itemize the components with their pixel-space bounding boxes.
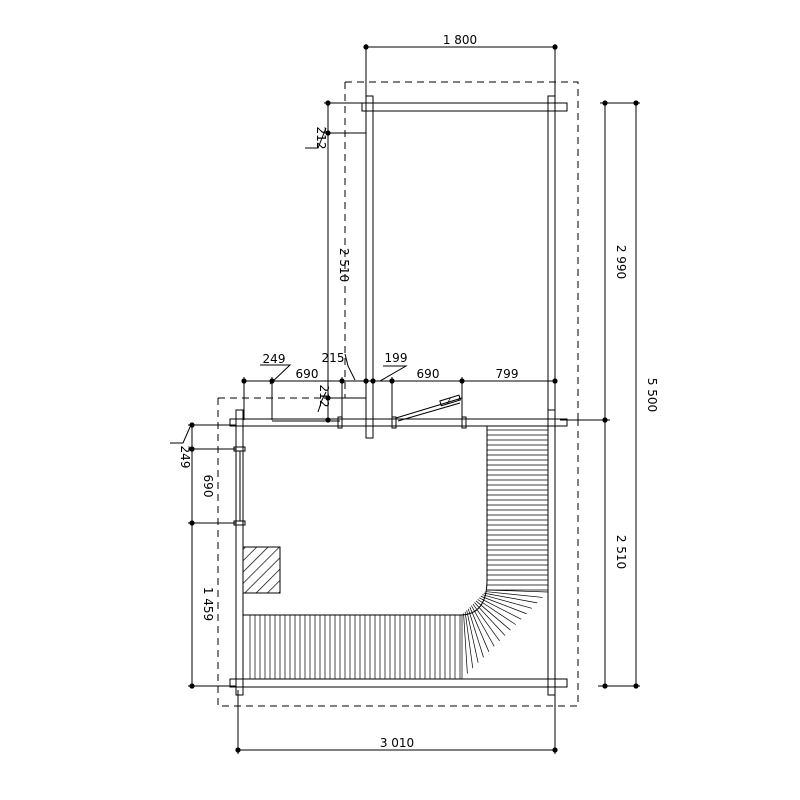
main-mid-wall	[229, 418, 568, 427]
bench-slats-right	[487, 429, 548, 591]
bench-slat	[466, 610, 479, 663]
leader-212-top	[305, 127, 327, 149]
dim-left-lower: 1 459	[201, 587, 215, 621]
dim-mid-opening-right: 690	[417, 367, 440, 381]
leader-212-mid	[317, 391, 327, 413]
leader-249-left	[170, 426, 191, 444]
hatched-block	[242, 546, 281, 594]
bench-slat	[486, 589, 549, 593]
dim-mid-opening-left: 690	[296, 367, 319, 381]
roof-outline-lower	[217, 397, 579, 707]
bench-slat	[463, 613, 468, 674]
bench-slat	[471, 605, 495, 647]
bench-slat	[474, 602, 506, 636]
bench-slat	[469, 607, 490, 652]
upper-left-wall	[365, 95, 374, 439]
bench-slats-corner	[461, 589, 549, 679]
upper-right-wall	[547, 95, 556, 427]
dim-upper-height: 2 990	[614, 245, 628, 279]
bench-slat	[477, 599, 516, 625]
dim-mid-wall-a: 215	[322, 351, 345, 365]
main-right-wall	[547, 409, 556, 696]
dim-top-width: 1 800	[443, 33, 477, 47]
mid-wall-post-a	[337, 416, 343, 429]
door-handle	[439, 394, 462, 407]
bench-slat	[485, 591, 543, 598]
dim-lower-height: 2 510	[614, 535, 628, 569]
mid-wall-post-b	[391, 416, 397, 429]
mid-wall-post-c	[461, 416, 467, 429]
roof-outline-upper	[345, 81, 579, 420]
leader-249-mid	[260, 364, 292, 385]
door-swing-leaf-2	[397, 402, 461, 422]
dim-left-wall: 249	[178, 446, 192, 469]
dim-left-door: 690	[201, 475, 215, 498]
bench-slat	[483, 592, 538, 604]
bench-slat	[482, 594, 532, 609]
bench-slat	[480, 595, 527, 615]
bench-slat	[479, 597, 522, 620]
dim-mid-span-right: 799	[496, 367, 519, 381]
leader-199	[379, 365, 408, 382]
dim-mid-wall-thickness: 212	[317, 385, 331, 408]
bench-slats-bottom	[249, 615, 461, 679]
dim-bottom-width: 3 010	[380, 736, 414, 750]
leader-215	[344, 353, 356, 381]
dim-mid-wall-left: 249	[263, 352, 286, 366]
dim-mid-wall-b: 199	[385, 351, 408, 365]
bench-slat	[467, 608, 484, 658]
bench-slat	[464, 611, 474, 669]
bench-outline	[243, 426, 488, 616]
dim-top-wall-thickness: 212	[314, 127, 328, 150]
upper-top-wall	[361, 102, 568, 112]
main-bottom-wall	[229, 678, 568, 688]
dim-upper-left-height: 2 510	[337, 248, 351, 282]
dim-total-height: 5 500	[645, 378, 659, 412]
bench-slat	[472, 603, 500, 642]
bench-slat	[475, 600, 511, 631]
